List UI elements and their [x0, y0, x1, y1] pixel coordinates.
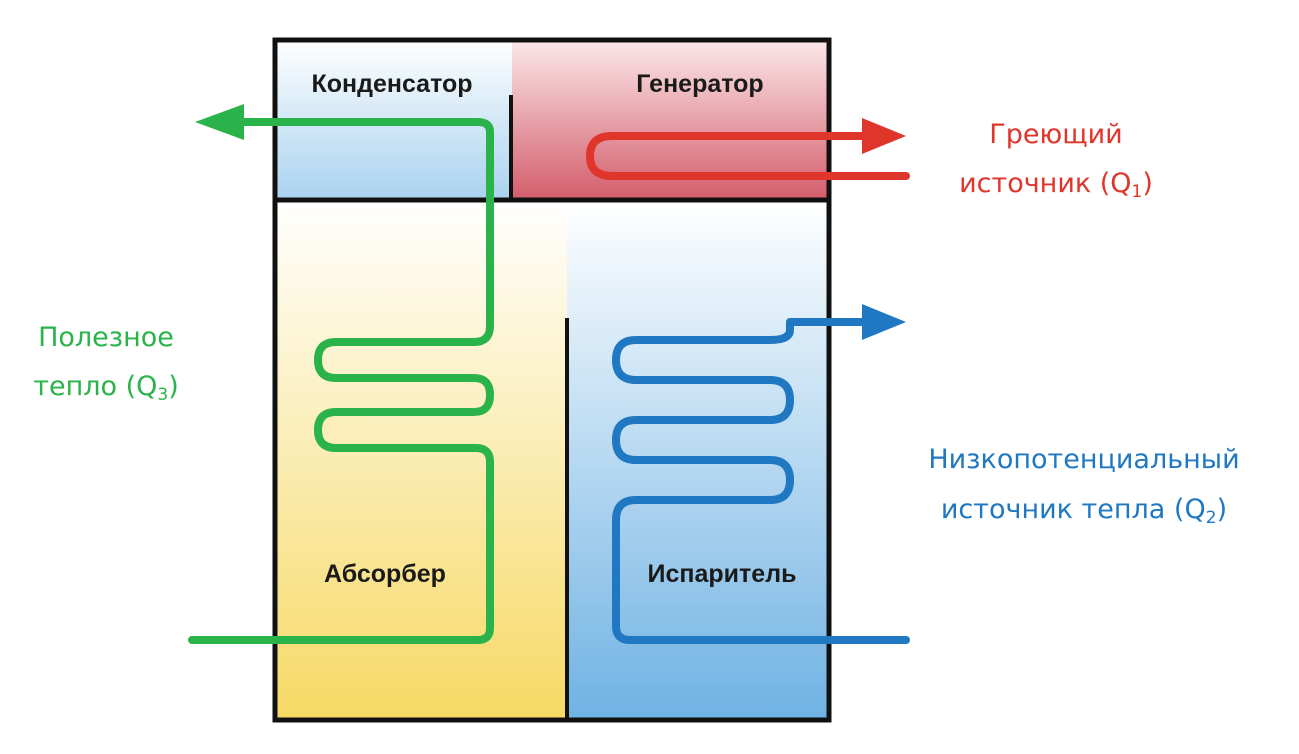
- low-potential-heat-pipe: [612, 318, 910, 644]
- useful-heat-label-line2: тепло (Q3): [33, 371, 179, 405]
- generator-label: Генератор: [636, 70, 763, 98]
- heating-source-label-line1: Греющий: [989, 119, 1122, 150]
- evaporator-label: Испаритель: [648, 560, 797, 588]
- low-potential-heat-arrowhead: [862, 304, 906, 340]
- absorber-section: [275, 200, 567, 720]
- heating-source-arrowhead: [862, 118, 906, 154]
- condenser-label: Конденсатор: [311, 70, 472, 98]
- heating-source-label-line2: источник (Q1): [959, 168, 1153, 202]
- vessel-outline: [272, 37, 832, 723]
- low-potential-label-line1: Низкопотенциальный: [928, 444, 1239, 475]
- useful-heat-pipe: [188, 118, 494, 644]
- useful-heat-arrowhead: [195, 104, 244, 140]
- absorber-label: Абсорбер: [324, 560, 446, 588]
- heating-source-pipe: [586, 132, 910, 180]
- useful-heat-label-line1: Полезное: [38, 322, 174, 353]
- low-potential-label-line2: источник тепла (Q2): [941, 494, 1227, 528]
